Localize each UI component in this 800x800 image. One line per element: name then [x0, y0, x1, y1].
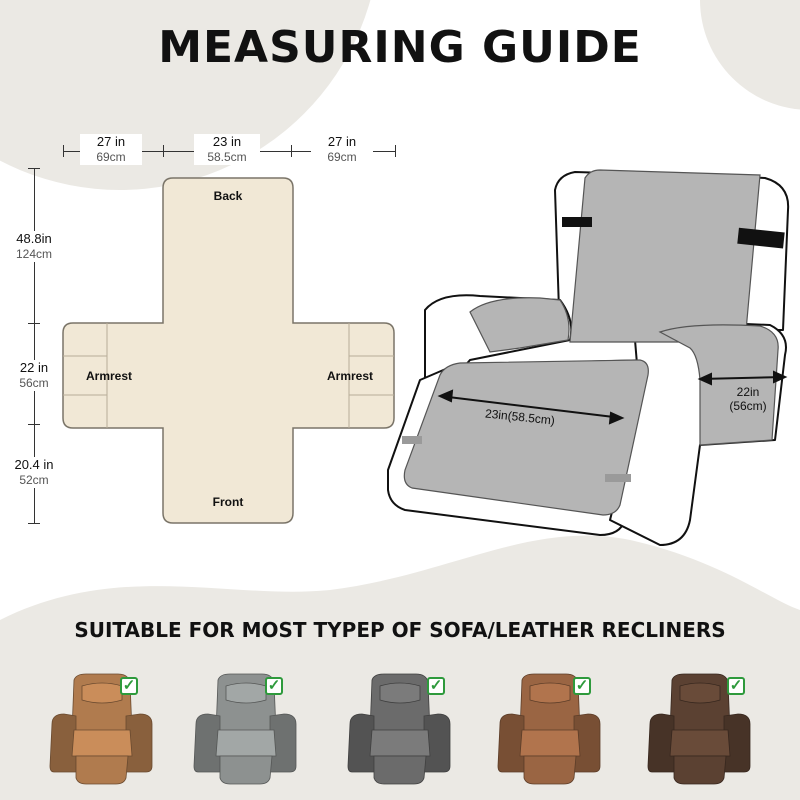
dim-tick — [395, 145, 396, 157]
dim-top-center: 23 in 58.5cm — [194, 134, 260, 166]
dim-left-middle: 22 in 56cm — [6, 360, 62, 392]
dim-tick — [28, 523, 40, 524]
chocolate-fabric-recliner-photo — [647, 673, 751, 785]
cover-strap — [605, 474, 631, 482]
cover-seat-piece — [403, 359, 649, 516]
dim-centimeters: 56cm — [19, 376, 49, 391]
grey-fabric-recliner-photo — [193, 673, 297, 785]
dim-tick — [28, 424, 40, 425]
back-label: Back — [213, 189, 243, 203]
arm-width-label: 22in (56cm) — [718, 385, 778, 413]
dim-inches: 22 in — [19, 360, 49, 375]
left-dimension-line — [34, 168, 35, 524]
dim-tick — [163, 145, 164, 157]
cover-pattern-shape — [62, 177, 395, 524]
checkmark-icon: ✓ — [265, 677, 283, 695]
dim-centimeters: 69cm — [96, 150, 126, 165]
brown-fabric-recliner-photo — [497, 673, 601, 785]
dim-tick — [291, 145, 292, 157]
right-armrest-label: Armrest — [327, 369, 374, 383]
dim-left-top: 48.8in 124cm — [6, 231, 62, 263]
dim-inches: 23 in — [212, 134, 242, 149]
arm-width-arrow — [699, 376, 786, 380]
suitability-title: SUITABLE FOR MOST TYPEP OF SOFA/LEATHER … — [74, 618, 726, 642]
cover-left-arm-piece — [469, 297, 570, 353]
checkmark-icon: ✓ — [573, 677, 591, 695]
arm-width-inches: 22in — [736, 385, 760, 399]
dim-tick — [28, 168, 40, 169]
dim-centimeters: 52cm — [19, 473, 49, 488]
dim-inches: 27 in — [96, 134, 126, 149]
page-title: MEASURING GUIDE — [158, 22, 642, 73]
front-label: Front — [212, 495, 244, 509]
dim-centimeters: 58.5cm — [207, 150, 247, 165]
dim-top-right: 27 in 69cm — [311, 134, 373, 166]
dim-inches: 48.8in — [16, 231, 52, 246]
cover-right-arm-piece — [658, 324, 779, 446]
dim-centimeters: 69cm — [327, 150, 357, 165]
left-armrest-pocket-lines — [63, 323, 108, 428]
dim-left-bottom: 20.4 in 52cm — [6, 457, 62, 489]
dim-tick — [28, 323, 40, 324]
dim-top-left: 27 in 69cm — [80, 134, 142, 166]
arm-width-centimeters: (56cm) — [729, 399, 767, 413]
dim-inches: 27 in — [327, 134, 357, 149]
dim-centimeters: 124cm — [15, 247, 53, 262]
dim-tick — [63, 145, 64, 157]
caramel-leather-recliner-photo — [49, 673, 153, 785]
cover-strap — [737, 227, 785, 249]
seat-width-arrow — [439, 395, 623, 419]
cover-strap — [402, 436, 422, 444]
cover-strap — [562, 217, 592, 227]
checkmark-icon: ✓ — [727, 677, 745, 695]
cover-back-piece — [569, 169, 761, 343]
dim-inches: 20.4 in — [14, 457, 54, 472]
left-armrest-label: Armrest — [86, 369, 133, 383]
right-armrest-pocket-lines — [348, 323, 394, 428]
checkmark-icon: ✓ — [427, 677, 445, 695]
checkmark-icon: ✓ — [120, 677, 138, 695]
